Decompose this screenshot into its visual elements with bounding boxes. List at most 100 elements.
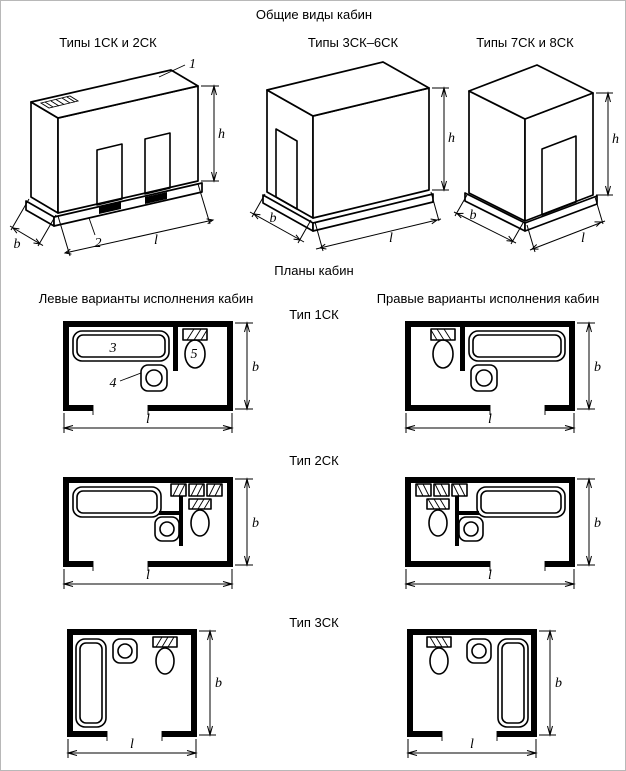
dim-label-b: b (594, 516, 601, 531)
dimension-l (404, 569, 576, 589)
dim-label-l: l (488, 412, 492, 427)
dimension-b (9, 198, 57, 247)
door-opening (541, 135, 577, 216)
cabin-walls (405, 477, 575, 571)
plan-type3-left: b l (66, 629, 222, 758)
vent-blocks (170, 483, 223, 497)
cabin-walls (63, 477, 233, 571)
view-label-types-1-2: Типы 1СК и 2СК (59, 35, 157, 50)
door-threshold-1 (99, 202, 121, 214)
dim-label-l: l (154, 233, 158, 248)
cabin-mirrored (405, 477, 575, 571)
dimension-l (57, 183, 215, 257)
dimension-b (577, 477, 595, 567)
bathtub (468, 330, 566, 362)
dimension-l (66, 739, 198, 758)
type-1sk-label: Тип 1СК (289, 307, 339, 322)
callout-3: 3 (109, 341, 117, 356)
right-variants-header: Правые варианты исполнения кабин (376, 291, 600, 306)
bathtub (72, 330, 170, 362)
dim-label-l: l (581, 231, 585, 246)
dimension-b (453, 194, 524, 245)
bathtub (476, 486, 566, 518)
dim-label-b: b (215, 676, 222, 691)
vent-blocks (415, 483, 468, 497)
cabin-walls (63, 321, 233, 415)
callout-5: 5 (191, 347, 198, 362)
door-opening-2 (144, 132, 171, 195)
callout-1: 1 (189, 57, 196, 72)
washbasin (458, 516, 484, 542)
washbasin (112, 638, 138, 664)
dim-label-b: b (594, 360, 601, 375)
dimension-b (235, 477, 253, 567)
door-opening-1 (96, 143, 123, 206)
page-title: Общие виды кабин (255, 7, 373, 22)
washbasin (470, 364, 498, 392)
dim-label-b: b (270, 211, 277, 226)
dim-label-b: b (14, 237, 21, 252)
bathtub (75, 638, 107, 728)
dimension-l (526, 196, 606, 253)
door-threshold-2 (145, 192, 167, 204)
dimension-b (235, 321, 253, 411)
cabin-walls (405, 321, 575, 415)
dim-label-b: b (470, 208, 477, 223)
roof-vent-grille (39, 95, 80, 109)
dim-label-b: b (252, 516, 259, 531)
iso-cabin-types-3-6: h b l (249, 61, 455, 252)
cabin-mirrored (405, 321, 575, 415)
toilet (426, 498, 450, 537)
dim-label-b: b (555, 676, 562, 691)
toilet (426, 636, 452, 675)
cabin-walls (407, 629, 537, 741)
dim-label-l: l (389, 231, 393, 246)
general-views-drawing: 1 2 h l b (9, 57, 619, 257)
plan-type2-left: b l (62, 477, 259, 589)
dim-label-h: h (612, 132, 619, 147)
partition-vertical (179, 496, 183, 546)
iso-cabin-types-1-2: 1 2 h l b (9, 57, 225, 257)
cabin-walls (67, 629, 197, 741)
washbasin (154, 516, 180, 542)
dim-label-l: l (470, 737, 474, 752)
callout-2-leader (88, 217, 96, 236)
bathtub (72, 486, 162, 518)
dimension-h (432, 86, 449, 192)
dim-label-h: h (448, 131, 455, 146)
toilet (430, 328, 456, 369)
washbasin (466, 638, 492, 664)
dim-label-l: l (488, 568, 492, 583)
callout-1-leader (158, 64, 186, 78)
dimension-l (62, 569, 234, 589)
left-variants-header: Левые варианты исполнения кабин (38, 291, 254, 306)
dim-label-h: h (218, 127, 225, 142)
partition-horizontal (159, 511, 181, 515)
bathtub (497, 638, 529, 728)
plan-type1-left: 3 4 5 b l (62, 321, 259, 433)
callout-2: 2 (95, 236, 102, 251)
view-label-types-3-6: Типы 3СК–6СК (307, 35, 399, 50)
dimension-b (249, 193, 312, 244)
dimension-l (404, 413, 576, 433)
dimension-l (406, 739, 538, 758)
dimension-l (62, 413, 234, 433)
plan-type1-right: b l (404, 321, 601, 433)
toilet (182, 328, 208, 369)
dimension-h (596, 91, 613, 197)
iso-cabin-types-7-8: h b l (453, 64, 619, 253)
dim-label-l: l (146, 412, 150, 427)
type-3sk-label: Тип 3СК (289, 615, 339, 630)
dimension-b (199, 629, 216, 737)
wc-partition (173, 327, 178, 371)
plan-type2-right: b l (404, 477, 601, 589)
door-opening (275, 128, 298, 210)
type-2sk-label: Тип 2СК (289, 453, 339, 468)
callout-4-leader (119, 372, 142, 382)
dimension-b (539, 629, 556, 737)
dimension-b (577, 321, 595, 411)
cabin-mirrored (407, 629, 537, 741)
dimension-l (314, 191, 442, 252)
washbasin (140, 364, 168, 392)
